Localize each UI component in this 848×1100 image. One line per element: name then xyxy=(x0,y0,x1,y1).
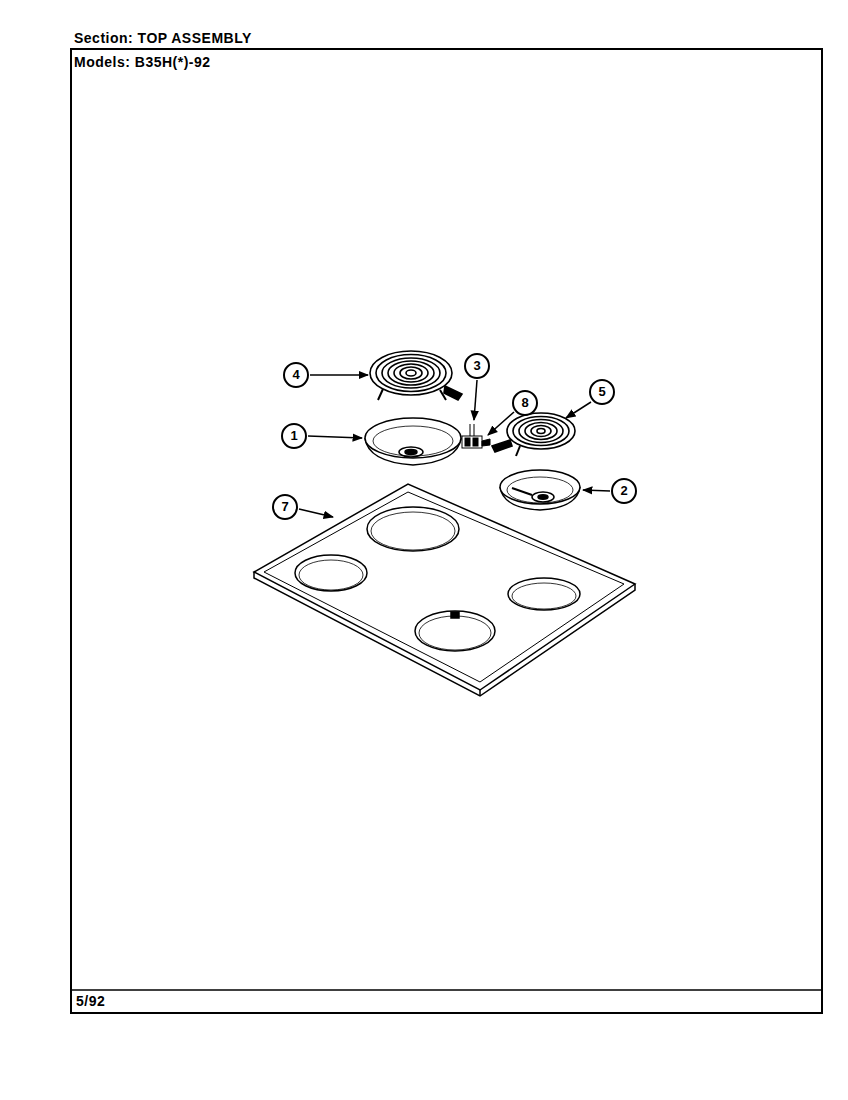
callout-circle: 5 xyxy=(589,379,615,405)
drip-pan-small xyxy=(500,470,580,510)
frame-edge xyxy=(822,50,823,1012)
header-text: Section: TOP ASSEMBLY xyxy=(74,30,252,46)
callout-circle: 3 xyxy=(464,353,490,379)
surface-element-large xyxy=(370,351,462,400)
frame xyxy=(71,49,822,1013)
callout-number: 2 xyxy=(620,484,627,498)
callout-circle: 7 xyxy=(272,494,298,520)
callout-number: 3 xyxy=(473,359,480,373)
receptacle-block xyxy=(462,424,490,448)
callout-circle: 2 xyxy=(611,478,637,504)
callout-number: 5 xyxy=(598,385,605,399)
footer-rule xyxy=(71,989,822,991)
callout-circle: 4 xyxy=(283,362,309,388)
callout-number: 8 xyxy=(521,396,528,410)
callout-number: 7 xyxy=(281,500,288,514)
callout-circle: 8 xyxy=(512,390,538,416)
callout-number: 4 xyxy=(292,368,299,382)
leader-lines xyxy=(299,375,610,517)
header-text: 5/92 xyxy=(76,993,105,1009)
drip-pan-large xyxy=(365,418,461,465)
header-text: Models: B35H(*)-92 xyxy=(74,54,211,70)
callout-number: 1 xyxy=(290,429,297,443)
cooktop xyxy=(254,484,635,696)
callout-circle: 1 xyxy=(281,423,307,449)
